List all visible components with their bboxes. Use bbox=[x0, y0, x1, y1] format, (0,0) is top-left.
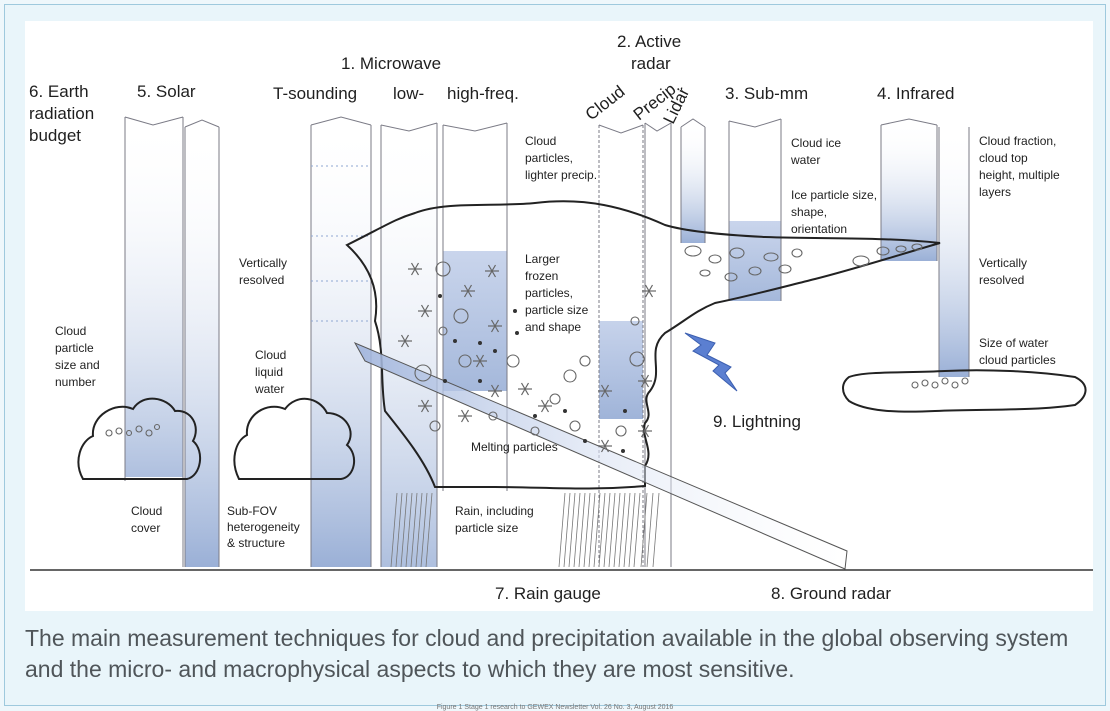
submm-column bbox=[728, 118, 782, 301]
svg-text:heterogeneity: heterogeneity bbox=[227, 520, 300, 534]
svg-text:lighter precip.: lighter precip. bbox=[525, 168, 597, 182]
svg-text:particles,: particles, bbox=[525, 151, 573, 165]
note-vertically-resolved-left: Vertically resolved bbox=[239, 256, 287, 287]
label-cloud-radar: Cloud bbox=[582, 82, 629, 124]
melting-band bbox=[353, 341, 848, 570]
svg-text:particles,: particles, bbox=[525, 286, 573, 300]
diagram-figure: 6. Earth radiation budget 5. Solar 1. Mi… bbox=[25, 21, 1093, 611]
stratus-cloud-right bbox=[842, 369, 1087, 413]
label-submm: 3. Sub-mm bbox=[725, 84, 808, 103]
svg-text:number: number bbox=[55, 375, 96, 389]
label-active-radar-1: 2. Active bbox=[617, 32, 681, 51]
svg-text:Cloud ice: Cloud ice bbox=[791, 136, 841, 150]
svg-text:& structure: & structure bbox=[227, 536, 285, 550]
svg-text:water: water bbox=[254, 382, 284, 396]
svg-text:Cloud: Cloud bbox=[255, 348, 286, 362]
low-freq-column bbox=[380, 121, 438, 567]
cumulus-particles-left bbox=[105, 423, 161, 437]
note-cloud-particles-lighter: Cloud particles, lighter precip. bbox=[525, 134, 597, 182]
svg-text:Rain, including: Rain, including bbox=[455, 504, 534, 518]
note-larger-frozen: Larger frozen particles, particle size a… bbox=[525, 252, 589, 334]
note-melting-particles: Melting particles bbox=[471, 440, 558, 454]
svg-text:cover: cover bbox=[131, 521, 160, 535]
svg-text:frozen: frozen bbox=[525, 269, 558, 283]
figure-frame: 6. Earth radiation budget 5. Solar 1. Mi… bbox=[4, 4, 1106, 711]
label-ground-radar: 8. Ground radar bbox=[771, 584, 891, 603]
svg-text:height, multiple: height, multiple bbox=[979, 168, 1060, 182]
label-lightning: 9. Lightning bbox=[713, 412, 801, 431]
svg-text:particle size: particle size bbox=[455, 521, 519, 535]
label-earth-radiation-3: budget bbox=[29, 126, 81, 145]
infrared-columns bbox=[880, 118, 970, 377]
note-ice-particle-size: Ice particle size, shape, orientation bbox=[791, 188, 877, 236]
rain-streaks bbox=[390, 492, 660, 568]
cumulus-cloud-middle bbox=[233, 398, 356, 480]
note-cloud-fraction: Cloud fraction, cloud top height, multip… bbox=[979, 134, 1060, 199]
anvil-ice-particles bbox=[684, 243, 923, 282]
t-sounding-column bbox=[310, 116, 372, 567]
svg-text:water: water bbox=[790, 153, 820, 167]
label-earth-radiation-2: radiation bbox=[29, 104, 94, 123]
svg-text:particle: particle bbox=[55, 341, 94, 355]
label-active-radar-2: radar bbox=[631, 54, 671, 73]
svg-text:Cloud: Cloud bbox=[55, 324, 86, 338]
svg-text:resolved: resolved bbox=[239, 273, 284, 287]
note-cloud-cover: Cloud cover bbox=[131, 504, 162, 535]
svg-text:shape,: shape, bbox=[791, 205, 827, 219]
svg-text:particle size: particle size bbox=[525, 303, 589, 317]
svg-text:Cloud fraction,: Cloud fraction, bbox=[979, 134, 1056, 148]
svg-text:orientation: orientation bbox=[791, 222, 847, 236]
label-solar: 5. Solar bbox=[137, 82, 196, 101]
note-size-water-particles: Size of water cloud particles bbox=[979, 336, 1056, 367]
label-infrared: 4. Infrared bbox=[877, 84, 955, 103]
label-low: low- bbox=[393, 84, 424, 103]
figure-caption: The main measurement techniques for clou… bbox=[25, 625, 1069, 682]
svg-text:Cloud: Cloud bbox=[131, 504, 162, 518]
svg-text:Cloud: Cloud bbox=[525, 134, 556, 148]
svg-text:Vertically: Vertically bbox=[979, 256, 1027, 270]
svg-text:Ice particle size,: Ice particle size, bbox=[791, 188, 877, 202]
diagram-svg: 6. Earth radiation budget 5. Solar 1. Mi… bbox=[29, 32, 1093, 603]
label-earth-radiation-1: 6. Earth bbox=[29, 82, 89, 101]
svg-text:cloud top: cloud top bbox=[979, 151, 1028, 165]
lightning-bolt-icon bbox=[684, 332, 738, 392]
note-cloud-ice-water: Cloud ice water bbox=[790, 136, 841, 167]
note-cloud-particle-size: Cloud particle size and number bbox=[55, 324, 100, 389]
svg-text:Size of water: Size of water bbox=[979, 336, 1048, 350]
radar-columns bbox=[598, 118, 706, 567]
svg-text:Larger: Larger bbox=[525, 252, 560, 266]
svg-text:resolved: resolved bbox=[979, 273, 1024, 287]
note-cloud-liquid-water: Cloud liquid water bbox=[254, 348, 286, 396]
svg-text:Vertically: Vertically bbox=[239, 256, 287, 270]
svg-text:and shape: and shape bbox=[525, 320, 581, 334]
note-rain-particle-size: Rain, including particle size bbox=[455, 504, 534, 535]
note-sub-fov: Sub-FOV heterogeneity & structure bbox=[227, 504, 300, 550]
label-t-sounding: T-sounding bbox=[273, 84, 357, 103]
cloud-particles bbox=[397, 261, 657, 453]
high-freq-column bbox=[442, 122, 508, 491]
note-vertically-resolved-right: Vertically resolved bbox=[979, 256, 1027, 287]
svg-text:size and: size and bbox=[55, 358, 100, 372]
figure-credit: Figure 1 Stage 1 research to GEWEX Newsl… bbox=[436, 704, 674, 711]
svg-text:cloud particles: cloud particles bbox=[979, 353, 1056, 367]
svg-text:liquid: liquid bbox=[255, 365, 283, 379]
cumulus-cloud-left bbox=[77, 397, 202, 480]
label-rain-gauge: 7. Rain gauge bbox=[495, 584, 601, 603]
stratus-particles bbox=[911, 377, 969, 389]
label-microwave: 1. Microwave bbox=[341, 54, 441, 73]
label-high-freq: high-freq. bbox=[447, 84, 519, 103]
svg-text:Sub-FOV: Sub-FOV bbox=[227, 504, 277, 518]
svg-text:layers: layers bbox=[979, 185, 1011, 199]
solar-column bbox=[124, 116, 220, 567]
anvil-cloud bbox=[345, 200, 941, 490]
